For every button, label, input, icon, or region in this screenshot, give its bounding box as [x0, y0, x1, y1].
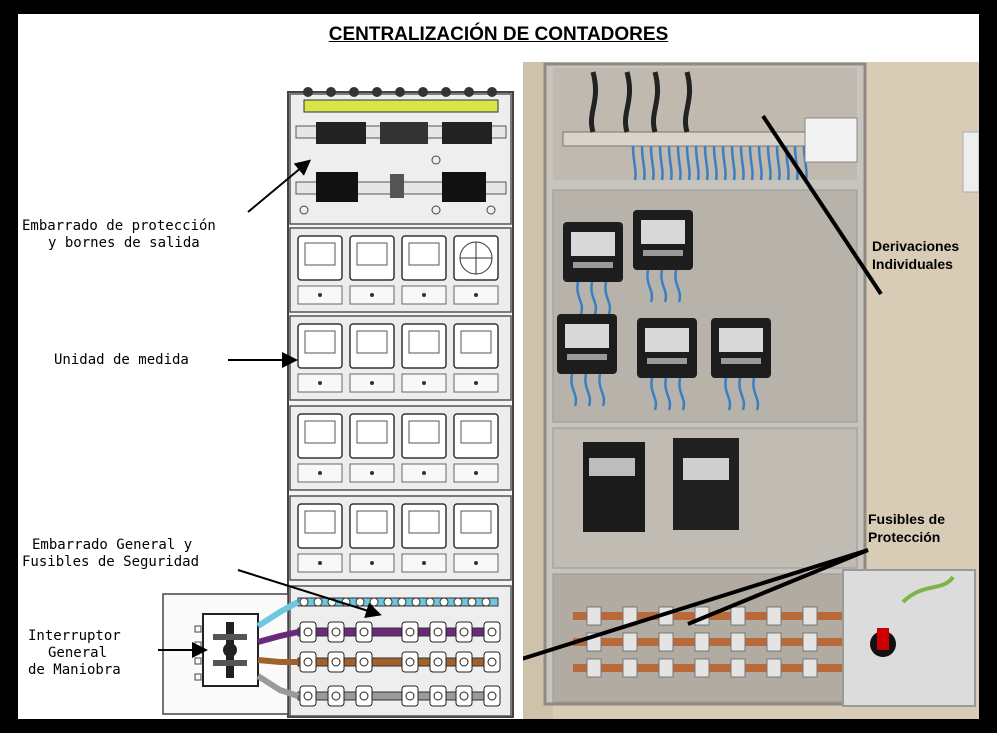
- meter-panel-drawing: [158, 87, 514, 718]
- label-fusibles-2: Protección: [868, 529, 941, 545]
- label-interruptor-3: de Maniobra: [28, 662, 121, 678]
- arrow-embarrado-general: [237, 569, 382, 619]
- top-protection-module: [289, 87, 512, 225]
- page-title: CENTRALIZACIÓN DE CONTADORES: [328, 24, 669, 45]
- label-derivaciones-1: Derivaciones: [872, 238, 960, 254]
- arrow-embarrado-proteccion: [247, 159, 312, 213]
- bottom-busbar-module: [289, 585, 512, 717]
- label-fusibles-1: Fusibles de: [868, 511, 946, 527]
- label-interruptor-2: General: [48, 645, 108, 661]
- main-switch-box: [162, 593, 300, 715]
- label-interruptor-1: Interruptor: [28, 628, 121, 644]
- pointer-fusibles-1: [687, 548, 869, 626]
- label-unidad-medida: Unidad de medida: [54, 352, 189, 368]
- figure-frame: CENTRALIZACIÓN DE CONTADORES: [18, 14, 979, 719]
- label-derivaciones-2: Individuales: [872, 256, 953, 272]
- meter-modules: [289, 227, 512, 581]
- cabinet-photo: [523, 62, 979, 719]
- pointer-fusibles-2: [523, 548, 869, 661]
- label-embarrado-proteccion-2: y bornes de salida: [48, 235, 200, 251]
- label-embarrado-proteccion-1: Embarrado de protección: [22, 218, 216, 234]
- label-embarrado-general-1: Embarrado General y: [32, 537, 193, 553]
- pointer-derivaciones: [761, 114, 883, 296]
- label-embarrado-general-2: Fusibles de Seguridad: [22, 554, 200, 570]
